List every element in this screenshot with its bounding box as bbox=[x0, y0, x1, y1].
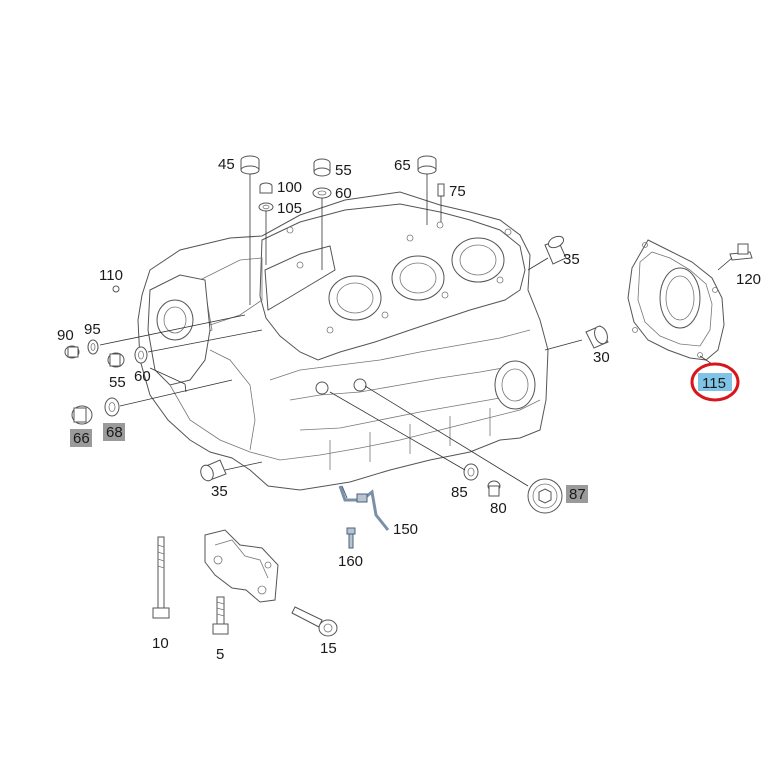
engine-mount-bracket-drawing bbox=[204, 529, 279, 603]
bolt-120-drawing bbox=[729, 243, 753, 261]
highlight-87 bbox=[566, 485, 588, 503]
callout-65[interactable]: 65 bbox=[394, 157, 411, 174]
callout-60-top[interactable]: 60 bbox=[335, 185, 352, 202]
callout-105[interactable]: 105 bbox=[277, 200, 302, 217]
plug-55-left-drawing bbox=[107, 352, 125, 368]
bolt-15-drawing bbox=[291, 606, 338, 637]
callout-100[interactable]: 100 bbox=[277, 179, 302, 196]
plug-45-drawing bbox=[240, 155, 260, 175]
plug-87-drawing bbox=[527, 478, 563, 514]
plug-80-drawing bbox=[487, 480, 501, 497]
callout-15[interactable]: 15 bbox=[320, 640, 337, 657]
callout-95[interactable]: 95 bbox=[84, 321, 101, 338]
callout-30[interactable]: 30 bbox=[593, 349, 610, 366]
sleeve-35-lower-drawing bbox=[200, 459, 227, 482]
selection-ring-115 bbox=[690, 362, 740, 402]
bolt-5-drawing bbox=[212, 596, 229, 635]
plug-65-drawing bbox=[417, 155, 437, 175]
ring-105-drawing bbox=[258, 202, 274, 212]
dowel-75-drawing bbox=[437, 183, 445, 197]
callout-110[interactable]: 110 bbox=[99, 267, 123, 284]
callout-10[interactable]: 10 bbox=[152, 635, 169, 652]
sleeve-35-top-drawing bbox=[544, 235, 567, 265]
plug-100-drawing bbox=[259, 182, 273, 194]
callout-68[interactable]: 68 bbox=[106, 424, 123, 441]
ring-95-drawing bbox=[87, 339, 99, 355]
highlight-115 bbox=[698, 373, 732, 391]
callout-55-top[interactable]: 55 bbox=[335, 162, 352, 179]
bolt-160-drawing bbox=[346, 527, 356, 549]
callout-90[interactable]: 90 bbox=[57, 327, 74, 344]
callout-55-left[interactable]: 55 bbox=[109, 374, 126, 391]
callout-labels: 45 55 65 100 105 60 75 35 110 90 95 55 6… bbox=[57, 156, 761, 663]
plug-90-drawing bbox=[64, 345, 80, 359]
leader-lines bbox=[99, 174, 733, 487]
callout-87[interactable]: 87 bbox=[569, 486, 586, 503]
callout-160[interactable]: 160 bbox=[338, 553, 363, 570]
stud-10-drawing bbox=[152, 536, 170, 619]
plug-66-drawing bbox=[71, 405, 93, 425]
callout-115[interactable]: 115 bbox=[702, 375, 726, 392]
dowel-110-drawing bbox=[112, 285, 120, 293]
highlight-66 bbox=[70, 429, 92, 447]
callout-5[interactable]: 5 bbox=[216, 646, 224, 663]
ring-60-left-drawing bbox=[134, 346, 148, 364]
callout-35-top[interactable]: 35 bbox=[563, 251, 580, 268]
callout-35-lower[interactable]: 35 bbox=[211, 483, 228, 500]
callout-45[interactable]: 45 bbox=[218, 156, 235, 173]
callout-85[interactable]: 85 bbox=[451, 484, 468, 501]
highlight-68 bbox=[103, 423, 125, 441]
rear-seal-cover-drawing bbox=[627, 239, 725, 361]
ring-68-drawing bbox=[104, 397, 120, 417]
callout-66[interactable]: 66 bbox=[73, 430, 90, 447]
callout-75[interactable]: 75 bbox=[449, 183, 466, 200]
plug-55-top-drawing bbox=[313, 158, 331, 177]
callout-150[interactable]: 150 bbox=[393, 521, 418, 538]
callout-80[interactable]: 80 bbox=[490, 500, 507, 517]
callout-60-left[interactable]: 60 bbox=[134, 368, 151, 385]
oil-jet-150-drawing bbox=[338, 485, 390, 531]
sleeve-30-drawing bbox=[585, 325, 609, 349]
callout-120[interactable]: 120 bbox=[736, 271, 761, 288]
ring-85-drawing bbox=[463, 463, 479, 481]
ring-60-top-drawing bbox=[312, 187, 332, 199]
engine-block-drawing bbox=[137, 191, 549, 491]
